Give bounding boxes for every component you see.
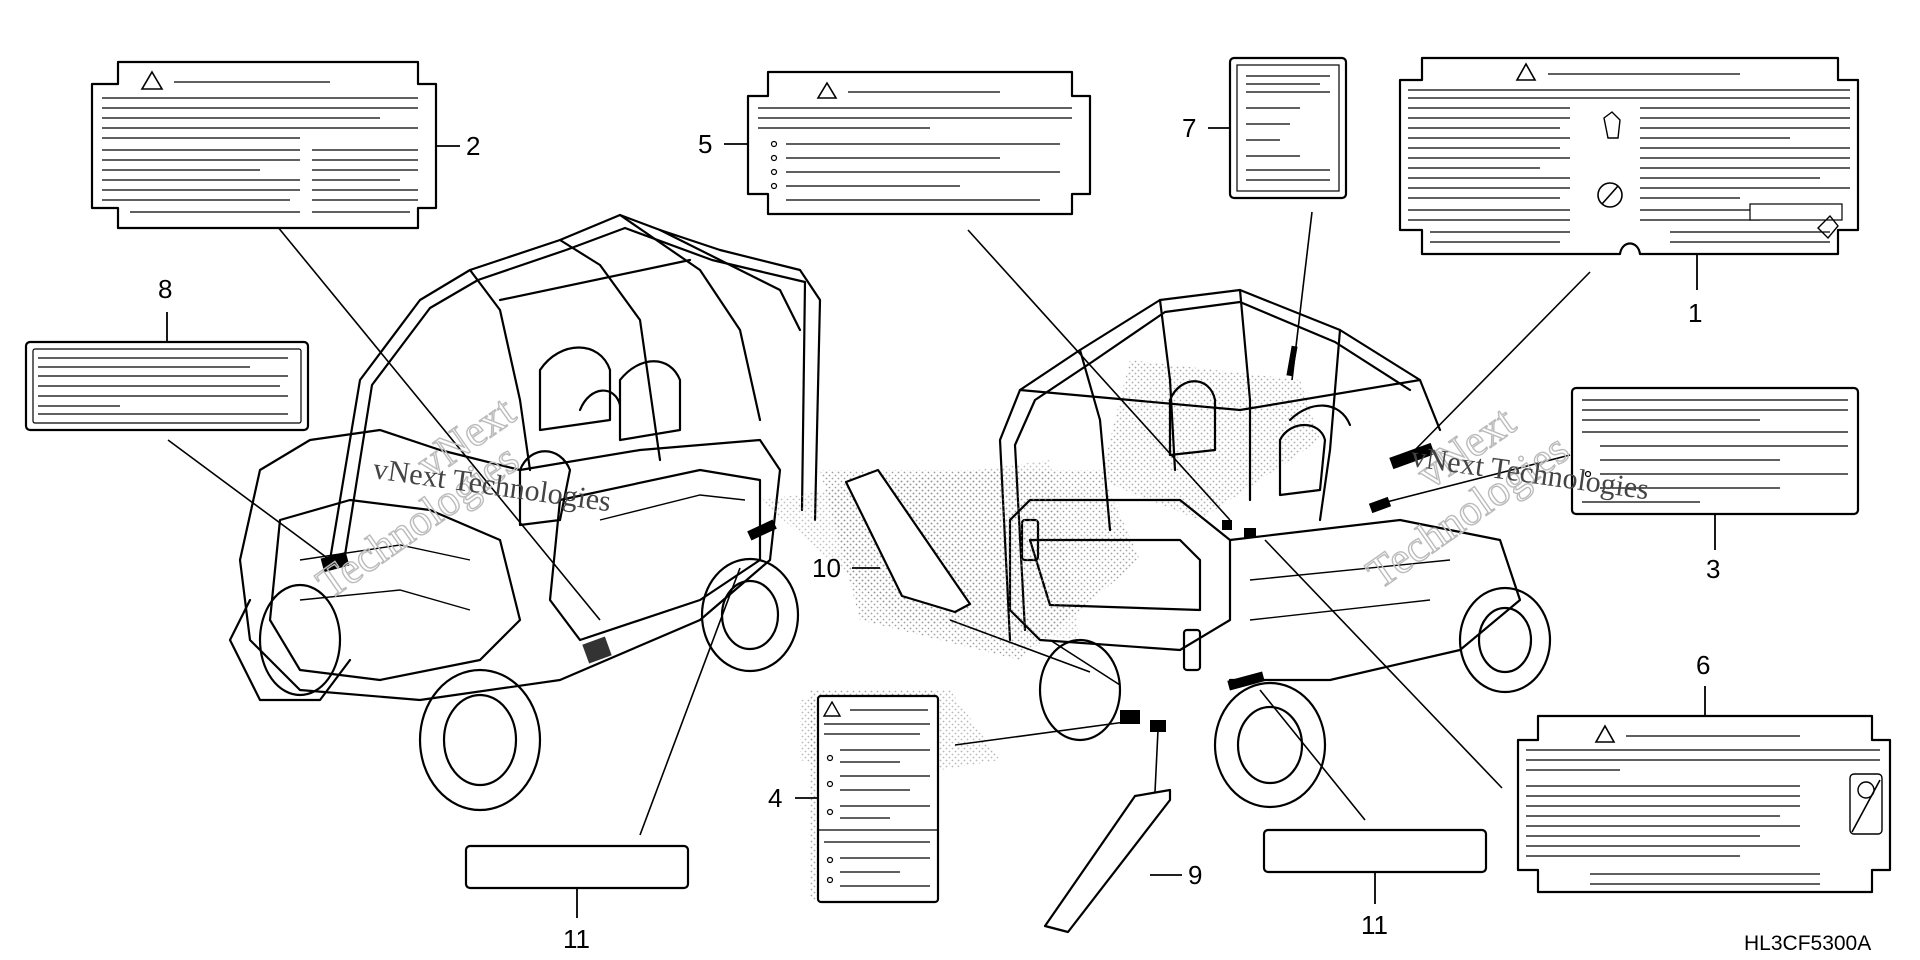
callout-4: 4 bbox=[768, 783, 782, 813]
callout-11-right: 11 bbox=[1361, 910, 1388, 940]
label-6 bbox=[1516, 686, 1892, 894]
vehicle-front-view bbox=[228, 213, 822, 812]
label-8 bbox=[24, 312, 310, 432]
label-3 bbox=[1570, 386, 1860, 550]
callout-3: 3 bbox=[1706, 554, 1720, 584]
callout-2: 2 bbox=[466, 131, 480, 161]
label-4 bbox=[795, 690, 940, 904]
callout-5: 5 bbox=[698, 129, 712, 159]
label-9 bbox=[1043, 788, 1182, 934]
callout-6: 6 bbox=[1696, 650, 1710, 680]
callout-1: 1 bbox=[1688, 298, 1702, 328]
callout-11-left: 11 bbox=[563, 924, 590, 954]
label-11-left bbox=[464, 844, 690, 918]
leader-lines bbox=[167, 211, 1591, 836]
label-2 bbox=[90, 60, 460, 230]
label-7 bbox=[1208, 56, 1348, 200]
callout-9: 9 bbox=[1188, 860, 1202, 890]
callout-8: 8 bbox=[158, 274, 172, 304]
callout-7: 7 bbox=[1182, 113, 1196, 143]
label-10 bbox=[760, 460, 1080, 640]
callout-10: 10 bbox=[812, 553, 841, 583]
label-1 bbox=[1398, 56, 1860, 290]
part-code: HL3CF5300A bbox=[1744, 932, 1871, 955]
label-11-right bbox=[1262, 828, 1488, 904]
label-5 bbox=[724, 70, 1092, 216]
